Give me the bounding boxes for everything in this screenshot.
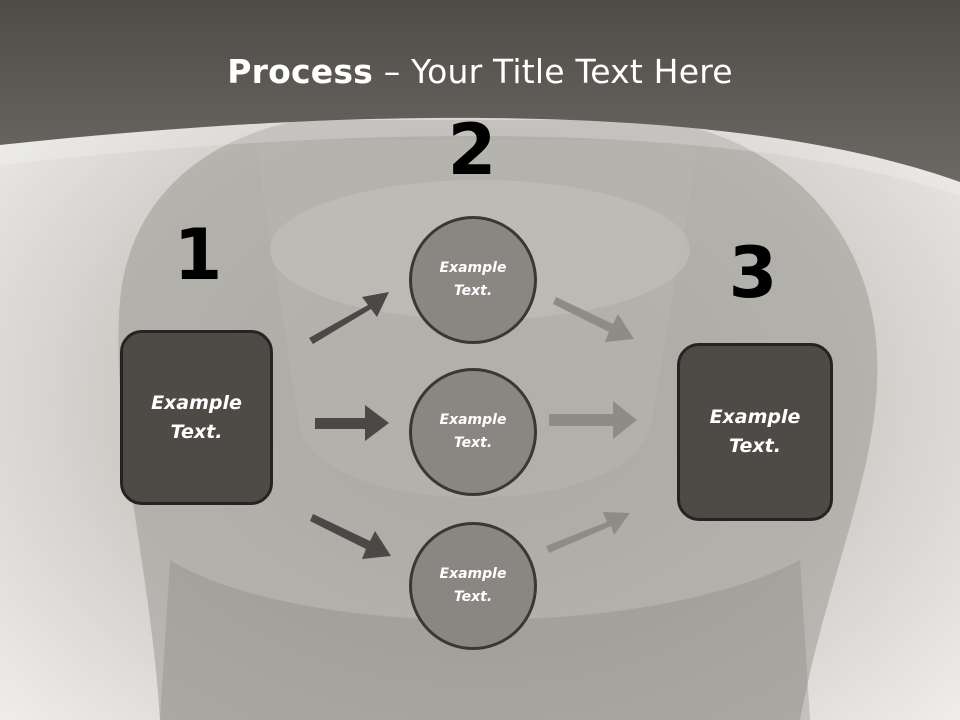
step-box-3-text: Example Text. [709,406,801,457]
arrow-bottom-to-3 [546,512,630,553]
header-band [0,0,960,182]
step-box-1-text: Example Text. [151,391,242,443]
step-circle-middle: Example Text. [409,368,537,496]
arrow-top-to-3 [553,297,634,342]
step-number-3: 3 [728,232,778,314]
step-box-1: Example Text. [120,330,273,505]
step-circle-top-text: Example Text. [439,260,507,299]
step-box-3: Example Text. [677,343,833,521]
step-number-2: 2 [447,109,497,191]
step-number-1: 1 [173,214,223,296]
title-rest: – Your Title Text Here [373,52,733,91]
arrow-1-to-bottom [310,514,391,559]
arrow-1-to-top [309,292,389,344]
title-bold: Process [227,52,374,91]
arrow-1-to-middle [315,405,389,441]
step-circle-top: Example Text. [409,216,537,344]
step-circle-bottom: Example Text. [409,522,537,650]
arrow-middle-to-3 [549,401,637,439]
slide-title: Process – Your Title Text Here [0,52,960,91]
step-circle-middle-text: Example Text. [439,412,507,451]
step-circle-bottom-text: Example Text. [439,566,507,605]
